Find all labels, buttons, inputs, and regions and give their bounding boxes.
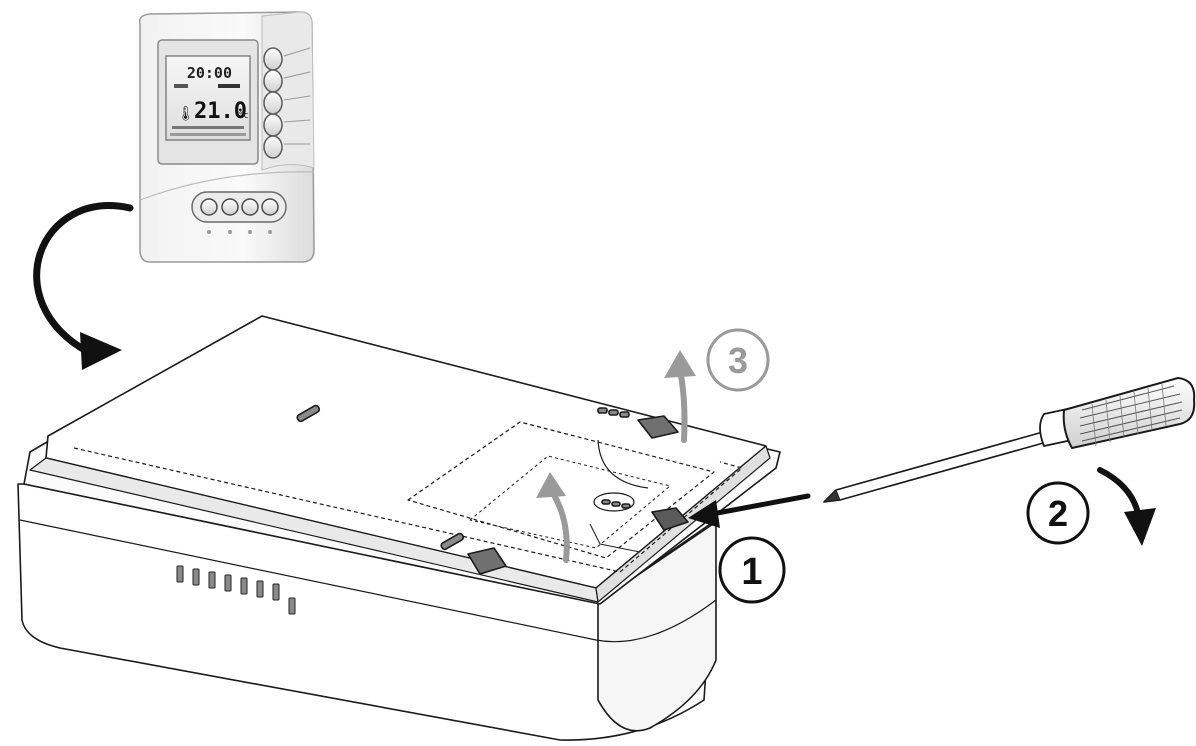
push-arrow-1-head bbox=[688, 500, 720, 528]
lcd-program-indicator bbox=[218, 84, 240, 88]
lcd-hour-bar bbox=[172, 126, 244, 129]
base-unit bbox=[17, 315, 781, 741]
side-button-5[interactable] bbox=[263, 135, 283, 159]
step-badge-1-circle bbox=[718, 536, 786, 604]
step-badge-1: 1 bbox=[718, 536, 786, 604]
mounting-plate-arc bbox=[597, 439, 649, 489]
dashed-mounting-plate bbox=[407, 421, 715, 559]
dashed-mounting-inner bbox=[469, 455, 671, 549]
step-badge-2-circle bbox=[1026, 481, 1090, 545]
vent-slots bbox=[176, 565, 296, 615]
flip-arrow-curve bbox=[33, 202, 134, 356]
screwdriver-handle bbox=[1062, 377, 1196, 449]
lift-arrow-inner bbox=[536, 472, 570, 563]
lift-arrow-3 bbox=[664, 350, 696, 443]
bottom-button-4[interactable] bbox=[261, 198, 279, 216]
lift-arrow-inner-head bbox=[536, 472, 566, 498]
thermometer-icon: 🌡 bbox=[177, 105, 195, 121]
thermostat-lower-curve bbox=[139, 171, 315, 201]
side-button-column bbox=[263, 47, 283, 159]
bottom-button-1[interactable] bbox=[200, 198, 218, 216]
lcd-time: 20:00 bbox=[187, 64, 232, 82]
mounting-plate-link bbox=[589, 523, 641, 553]
side-button-4[interactable] bbox=[263, 113, 283, 137]
lift-arrow-3-head bbox=[664, 350, 696, 378]
mounting-hub-slots bbox=[601, 499, 631, 509]
base-right-face bbox=[597, 521, 717, 732]
bottom-button-tray bbox=[191, 191, 287, 223]
lcd-temperature: 21.0 bbox=[194, 99, 247, 124]
flip-arrow bbox=[33, 202, 134, 370]
lcd-mode-indicator bbox=[174, 84, 188, 88]
base-rim-line bbox=[19, 519, 717, 643]
screwdriver-tip bbox=[823, 489, 841, 503]
step-badge-2-label: 2 bbox=[1048, 493, 1068, 534]
bottom-button-row bbox=[200, 198, 279, 216]
cover-slot-lower bbox=[440, 532, 465, 551]
mounting-hub bbox=[593, 492, 635, 512]
bottom-button-icons bbox=[207, 230, 272, 234]
step-badge-1-label: 1 bbox=[741, 551, 762, 593]
push-arrow-1-shaft bbox=[709, 493, 811, 517]
push-arrow-1 bbox=[688, 493, 811, 528]
screwdriver-grip-cross bbox=[1091, 383, 1167, 447]
screwdriver-grip-ridges bbox=[1079, 385, 1183, 442]
thermostat-unit: 20:00 🌡 21.0 °c bbox=[138, 11, 315, 263]
cover-slot-triplet bbox=[597, 407, 630, 418]
bottom-button-3[interactable] bbox=[241, 198, 259, 216]
cover-slot-left bbox=[296, 404, 321, 423]
bottom-button-2[interactable] bbox=[221, 198, 239, 216]
rotate-arrow-2-head bbox=[1124, 508, 1156, 546]
step-badge-2: 2 bbox=[1026, 481, 1090, 545]
flip-arrow-head bbox=[80, 332, 122, 370]
screwdriver bbox=[823, 377, 1196, 503]
lift-arrow-inner-stem bbox=[549, 489, 570, 563]
base-front-face bbox=[17, 483, 717, 741]
lcd-temperature-unit: °c bbox=[238, 111, 249, 121]
release-tab bbox=[651, 507, 689, 531]
latch-top bbox=[637, 415, 679, 439]
latch-bottom bbox=[467, 547, 507, 575]
side-button-1[interactable] bbox=[263, 47, 283, 71]
step-badge-3-label: 3 bbox=[728, 340, 748, 381]
side-button-3[interactable] bbox=[263, 91, 283, 115]
lcd-hour-scale bbox=[170, 133, 246, 136]
side-button-guides bbox=[283, 47, 311, 145]
step-badge-3-circle bbox=[706, 328, 770, 392]
step-badge-3: 3 bbox=[706, 328, 770, 392]
screwdriver-shaft bbox=[823, 429, 1055, 503]
side-button-2[interactable] bbox=[263, 69, 283, 93]
rotate-arrow-2 bbox=[1097, 467, 1156, 546]
